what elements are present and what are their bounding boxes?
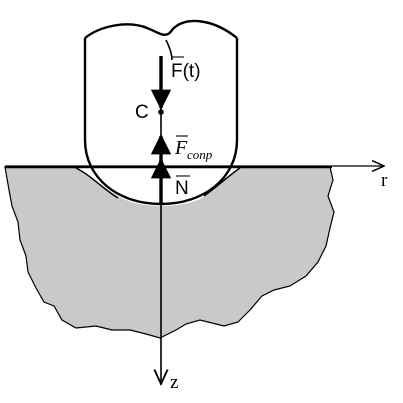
svg-text:F(t): F(t) [171,61,201,82]
svg-text:conp: conp [187,147,213,162]
indentation-edge-left [75,167,119,199]
indenter-top-edge [84,19,238,39]
label-axis-r: r [381,170,388,191]
indentation-edge-right [203,167,241,197]
center-point [158,109,164,115]
svg-text:N: N [175,178,189,199]
label-force-applied: F(t) [171,56,201,82]
label-force-resist: F conp [174,135,213,162]
indenter-top-fold [165,39,173,61]
label-normal-force: N [175,175,190,199]
label-axis-z: z [170,372,178,393]
label-center: C [135,102,149,123]
half-space-body [4,166,335,339]
svg-text:F: F [174,137,188,159]
